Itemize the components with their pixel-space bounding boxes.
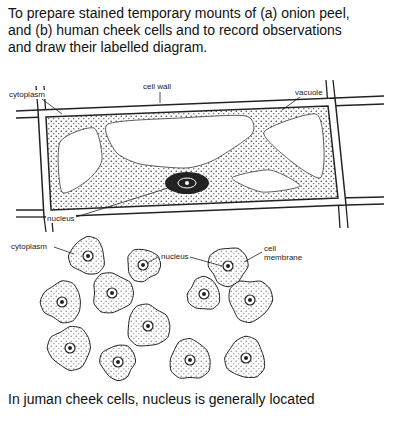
vacuole (106, 115, 254, 168)
caption: In juman cheek cells, nucleus is general… (8, 391, 392, 408)
part-label: vacuole (294, 88, 324, 97)
leader-line (244, 252, 262, 262)
nucleus (165, 172, 209, 194)
part-label: cytoplasm (8, 90, 46, 99)
cell-wall-line (335, 96, 384, 98)
cell-membrane (94, 273, 134, 313)
part-label: nucleus (160, 252, 190, 261)
nucleolus (110, 291, 114, 295)
cell-membrane (100, 345, 136, 381)
cell-membrane (187, 276, 219, 309)
cell-membrane (170, 338, 210, 378)
nucleus (143, 321, 153, 331)
part-label: nucleus (46, 214, 76, 223)
nucleolus (60, 300, 64, 304)
cheek-cell (229, 281, 273, 323)
nucleolus (86, 254, 90, 258)
leader-line (160, 92, 161, 103)
nucleus (185, 355, 195, 365)
leader-line (76, 188, 168, 217)
nucleus (83, 251, 93, 261)
cell-wall-line (346, 204, 384, 205)
cell-wall (38, 98, 346, 217)
nucleolus (116, 360, 120, 364)
cheek-cell (128, 249, 161, 281)
nucleus (245, 295, 255, 305)
nucleolus (68, 346, 72, 350)
nucleus (65, 343, 75, 353)
nucleus (241, 353, 251, 363)
cheek-cell (68, 236, 104, 274)
heading: To prepare stained temporary mounts of (… (8, 5, 368, 56)
nucleus (57, 297, 67, 307)
cytoplasm (187, 276, 219, 309)
nucleus (107, 288, 117, 298)
cheek-cell (100, 345, 136, 381)
leader-line (190, 257, 222, 266)
cytoplasm (68, 236, 104, 274)
cytoplasm (225, 336, 265, 377)
cell-membrane (229, 281, 273, 323)
cytoplasm (94, 273, 134, 313)
cell-membrane (128, 249, 161, 281)
cheek-cell (170, 338, 210, 378)
cell-wall-line (16, 216, 44, 217)
cytoplasm (128, 249, 161, 281)
leader-line (147, 257, 158, 263)
cheek-cells (40, 236, 273, 380)
nuclear-ring (178, 178, 196, 188)
nucleus (113, 357, 123, 367)
nucleolus (248, 298, 252, 302)
cell-wall-line (16, 110, 38, 111)
part-label: cytoplasm (10, 242, 48, 251)
nucleolus (185, 181, 189, 185)
cell-membrane (225, 336, 265, 377)
cheek-cell (187, 276, 219, 309)
nucleolus (244, 356, 248, 360)
cytoplasm (46, 106, 338, 210)
cheek-cell (94, 273, 134, 313)
cytoplasm (229, 281, 273, 323)
vacuole (232, 170, 300, 192)
leader-line (54, 247, 74, 254)
leader-line (282, 97, 300, 110)
cheek-cell (47, 326, 90, 370)
cheek-cell (225, 336, 265, 377)
vacuole (58, 128, 102, 193)
nucleolus (141, 263, 145, 267)
cytoplasm (170, 338, 210, 378)
vacuole (264, 114, 324, 178)
cheek-cell (128, 304, 170, 346)
nucleolus (226, 264, 230, 268)
cytoplasm (47, 326, 90, 370)
nucleolus (202, 292, 206, 296)
nucleolus (146, 324, 150, 328)
nucleus (199, 289, 209, 299)
nucleus (223, 261, 233, 271)
cell-membrane (128, 304, 170, 346)
cytoplasm (128, 304, 170, 346)
cytoplasm (40, 281, 80, 323)
cell-wall-line (333, 80, 335, 98)
onion-cell (16, 80, 384, 232)
cheek-cell (40, 281, 80, 323)
cytoplasm (100, 345, 136, 381)
nucleus (138, 260, 148, 270)
part-label: cell wall (142, 82, 172, 91)
cell-wall-line (346, 205, 348, 228)
cell-membrane (40, 281, 80, 323)
leader-line (42, 99, 62, 114)
cell-membrane (68, 236, 104, 274)
part-label: cell membrane (263, 244, 309, 262)
cell-membrane (47, 326, 90, 370)
nucleolus (188, 358, 192, 362)
